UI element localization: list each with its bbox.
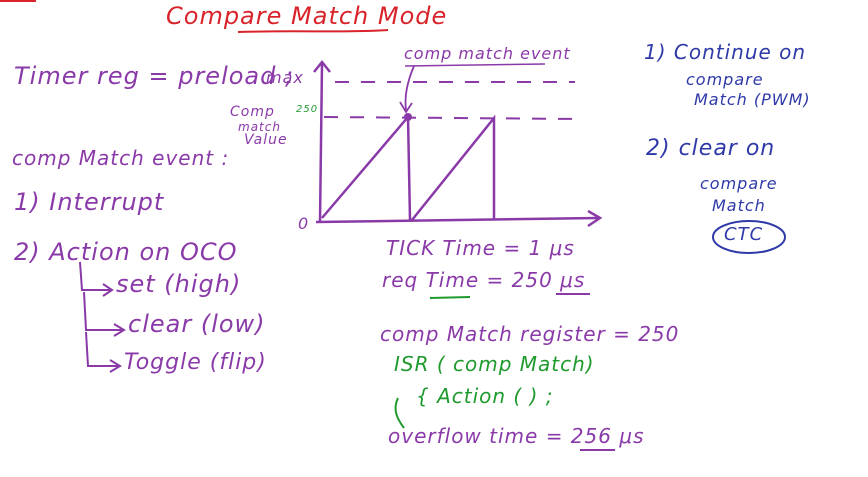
action-toggle: Toggle (flip) xyxy=(124,350,267,375)
set-branch-line xyxy=(79,261,110,291)
tick-time-line: TICK Time = 1 μs xyxy=(386,236,575,260)
zero-label: 0 xyxy=(298,214,310,233)
isr-line: ISR ( comp Match) xyxy=(394,352,595,376)
action-call-line: { Action ( ) ; xyxy=(416,384,554,408)
toggle-branch-arrow xyxy=(109,359,122,373)
ctc-label: CTC xyxy=(724,224,764,245)
y-axis-arrow xyxy=(313,59,331,73)
toggle-branch-line xyxy=(85,331,118,367)
action-clear: clear (low) xyxy=(128,310,266,338)
set-branch-arrow xyxy=(102,283,114,297)
comp-register-line: comp Match register = 250 xyxy=(380,322,680,346)
match-event-dot xyxy=(404,113,412,121)
action-set: set (high) xyxy=(116,270,242,298)
x-axis-arrow xyxy=(587,209,603,228)
list-item-action: 2) Action on OCO xyxy=(14,238,238,266)
option-continue-line2: compare xyxy=(686,70,764,89)
timer-reg-statement: Timer reg = preload ; xyxy=(14,62,295,90)
event-pointer-head xyxy=(399,101,413,114)
max-label: max xyxy=(266,68,304,87)
option-clear-line2: compare xyxy=(700,174,778,193)
event-label: comp match event xyxy=(404,44,571,63)
list-item-interrupt: 1) Interrupt xyxy=(14,188,165,216)
value-label: Value xyxy=(244,132,288,148)
compare-dashed-line xyxy=(323,116,583,120)
event-label-underline xyxy=(404,63,546,67)
option-continue-line1: 1) Continue on xyxy=(644,40,807,64)
ctc-circle xyxy=(712,220,786,254)
sawtooth-waveform xyxy=(321,113,496,222)
option-clear-line1: 2) clear on xyxy=(646,136,776,161)
comp-label: Comp xyxy=(230,104,275,120)
clear-branch-arrow xyxy=(113,323,126,337)
option-continue-line3: Match (PWM) xyxy=(694,90,811,109)
clear-branch-line xyxy=(83,291,122,331)
comp-match-event-heading: comp Match event : xyxy=(12,146,230,170)
isr-bracket xyxy=(394,397,405,429)
option-clear-line3: Match xyxy=(712,196,766,215)
x-axis xyxy=(315,216,599,224)
page-title: Compare Match Mode xyxy=(166,2,448,30)
value-250-label: 250 xyxy=(296,104,319,115)
overflow-time-line: overflow time = 256 μs xyxy=(388,424,645,448)
match-label: match xyxy=(238,120,281,134)
time-underline xyxy=(429,296,471,299)
y-axis xyxy=(318,63,324,223)
event-pointer-line xyxy=(404,65,415,111)
req-time-line: req Time = 250 μs xyxy=(382,268,586,292)
title-underline xyxy=(237,29,389,33)
